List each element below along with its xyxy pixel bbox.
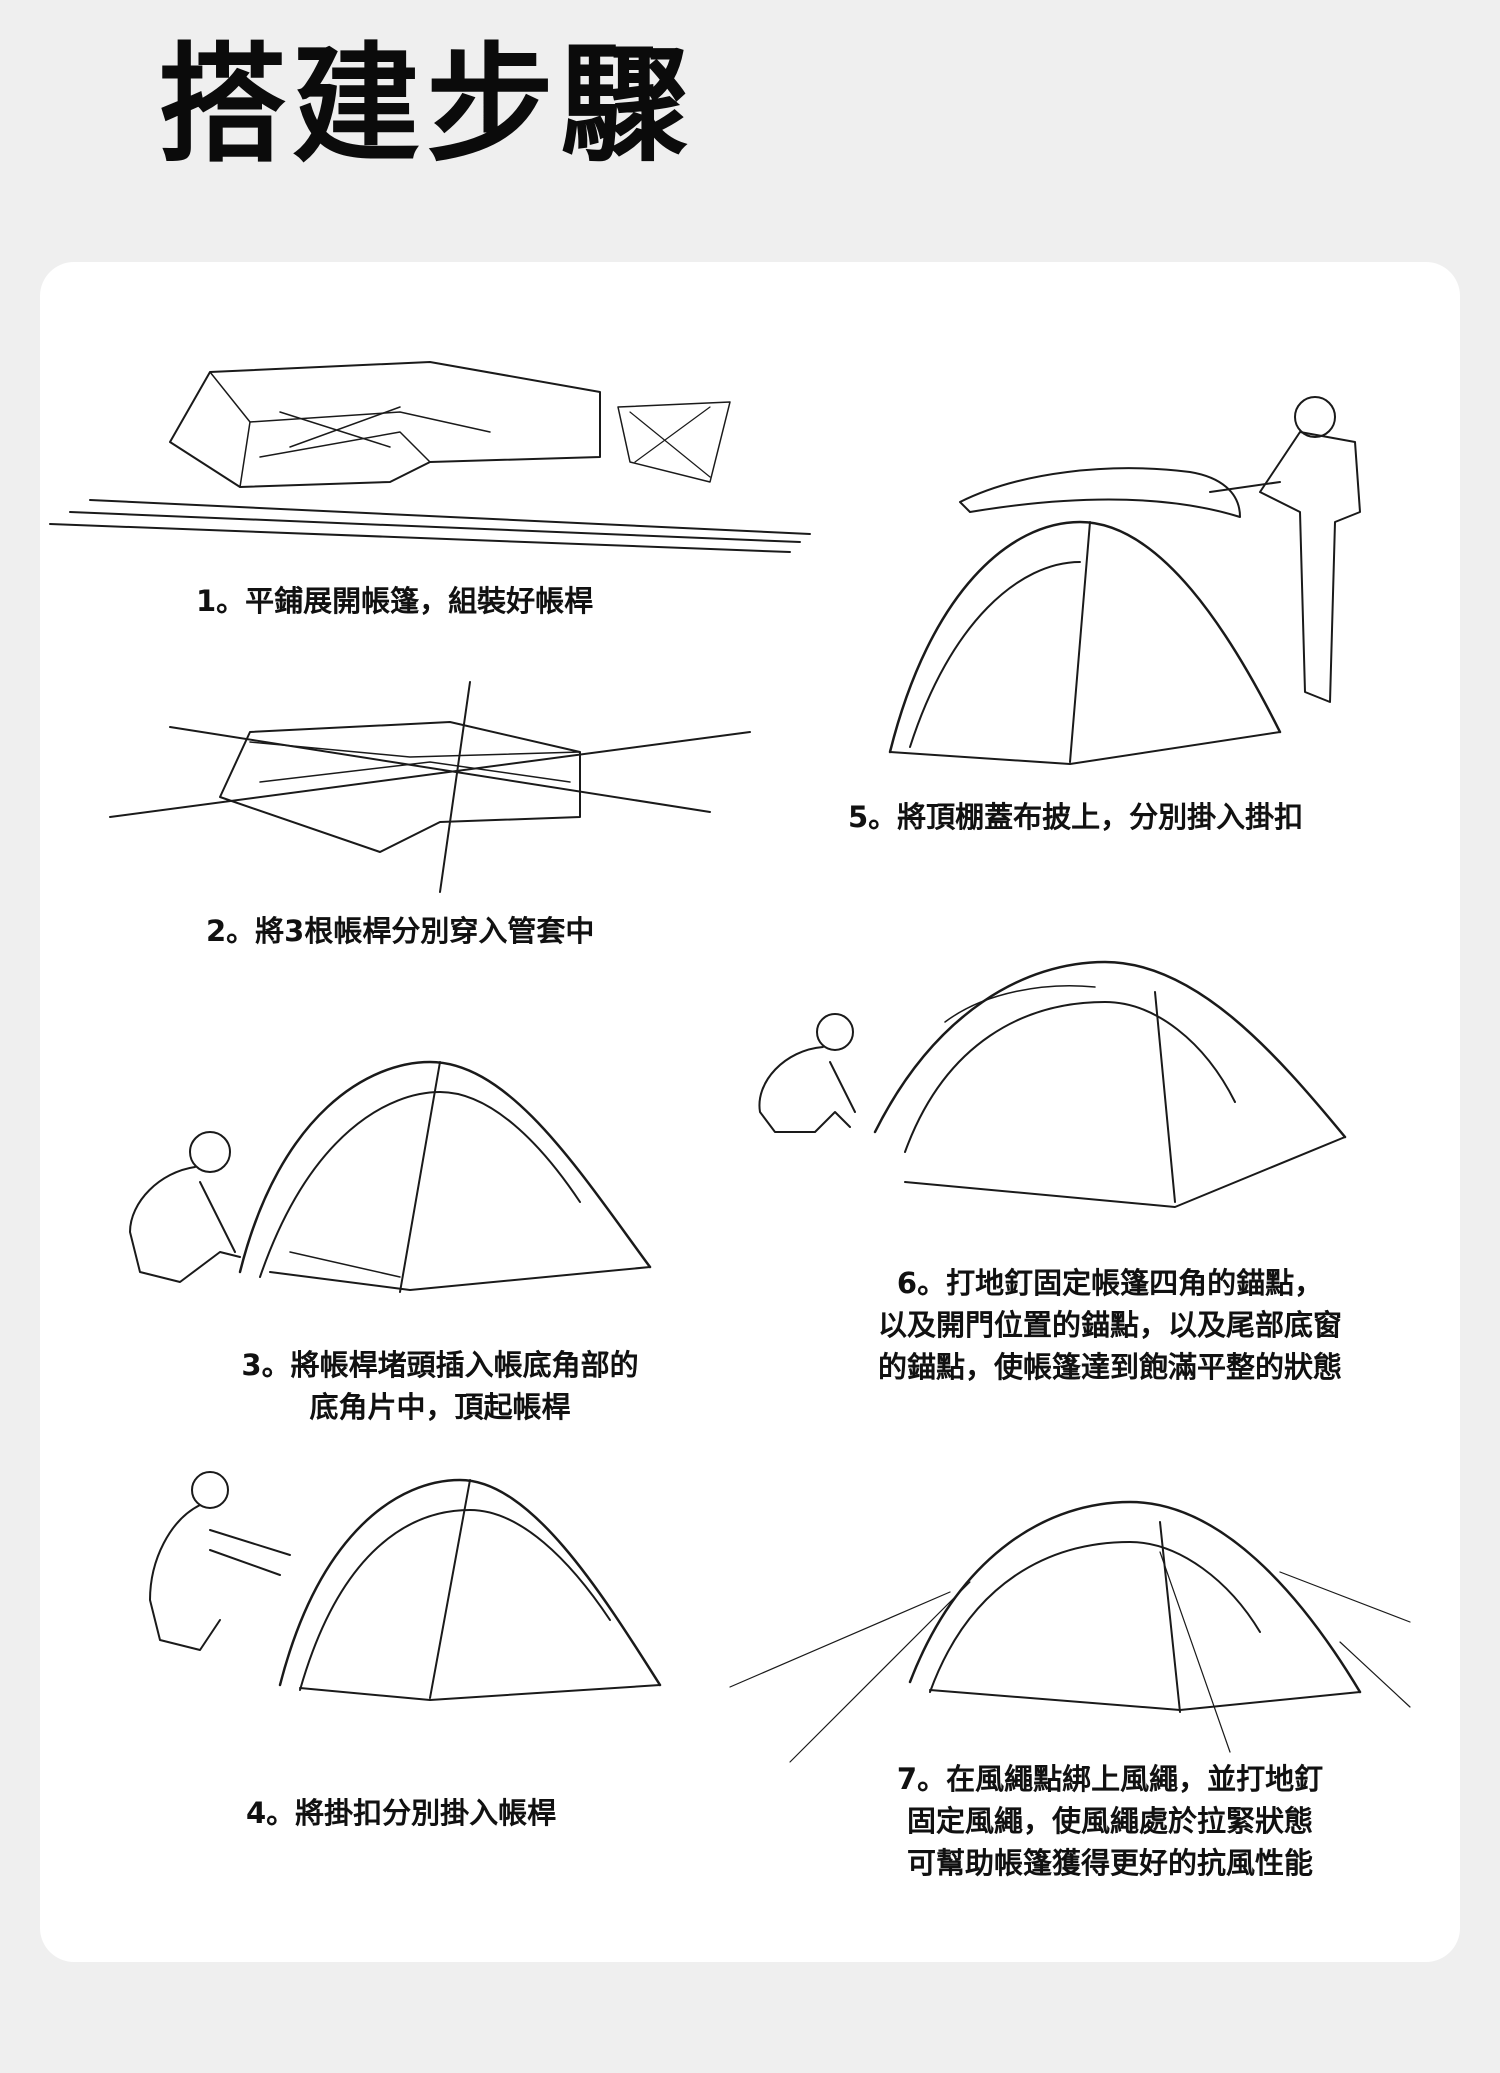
step-5-line: 5。將頂棚蓋布披上，分別掛入掛扣 [848, 800, 1304, 834]
step-6-line: 6。打地釘固定帳篷四角的錨點， [896, 1266, 1324, 1300]
step-7-caption: 7。在風繩點綁上風繩，並打地釘 固定風繩，使風繩處於拉緊狀態 可幫助帳篷獲得更好… [810, 1758, 1410, 1884]
step-3-illustration [129, 1060, 652, 1293]
step-3-line: 3。將帳桿堵頭插入帳底角部的 [241, 1348, 639, 1382]
step-1-illustration [49, 361, 811, 553]
step-2-illustration [109, 681, 751, 893]
step-7-line: 固定風繩，使風繩處於拉緊狀態 [906, 1804, 1313, 1838]
step-6-line: 以及開門位置的錨點，以及尾部底窗 [877, 1308, 1342, 1342]
step-7-line: 可幫助帳篷獲得更好的抗風性能 [906, 1846, 1313, 1880]
step-3-caption: 3。將帳桿堵頭插入帳底角部的 底角片中，頂起帳桿 [190, 1344, 690, 1428]
step-2-line: 2。將3根帳桿分別穿入管套中 [206, 914, 595, 948]
step-4-line: 4。將掛扣分別掛入帳桿 [246, 1796, 557, 1830]
step-6-caption: 6。打地釘固定帳篷四角的錨點， 以及開門位置的錨點，以及尾部底窗 的錨點，使帳篷… [810, 1262, 1410, 1388]
step-6-line: 的錨點，使帳篷達到飽滿平整的狀態 [877, 1350, 1342, 1384]
instructions-card: 1。平鋪展開帳篷，組裝好帳桿 2。將3根帳桿分別穿入管套中 3。將帳桿堵頭插入帳… [40, 262, 1460, 1962]
step-4-caption: 4。將掛扣分別掛入帳桿 [246, 1792, 556, 1834]
step-6-illustration [758, 960, 1347, 1208]
step-5-illustration [888, 396, 1361, 765]
page-title: 搭建步驟 [158, 31, 695, 180]
step-2-caption: 2。將3根帳桿分別穿入管套中 [206, 910, 594, 952]
step-3-line: 底角片中，頂起帳桿 [309, 1390, 571, 1424]
step-7-line: 7。在風繩點綁上風繩，並打地釘 [896, 1762, 1324, 1796]
step-1-caption: 1。平鋪展開帳篷，組裝好帳桿 [196, 580, 593, 622]
step-7-illustration [729, 1500, 1411, 1763]
step-4-illustration [149, 1471, 662, 1701]
step-1-line: 1。平鋪展開帳篷，組裝好帳桿 [196, 584, 594, 618]
step-5-caption: 5。將頂棚蓋布披上，分別掛入掛扣 [848, 796, 1303, 838]
